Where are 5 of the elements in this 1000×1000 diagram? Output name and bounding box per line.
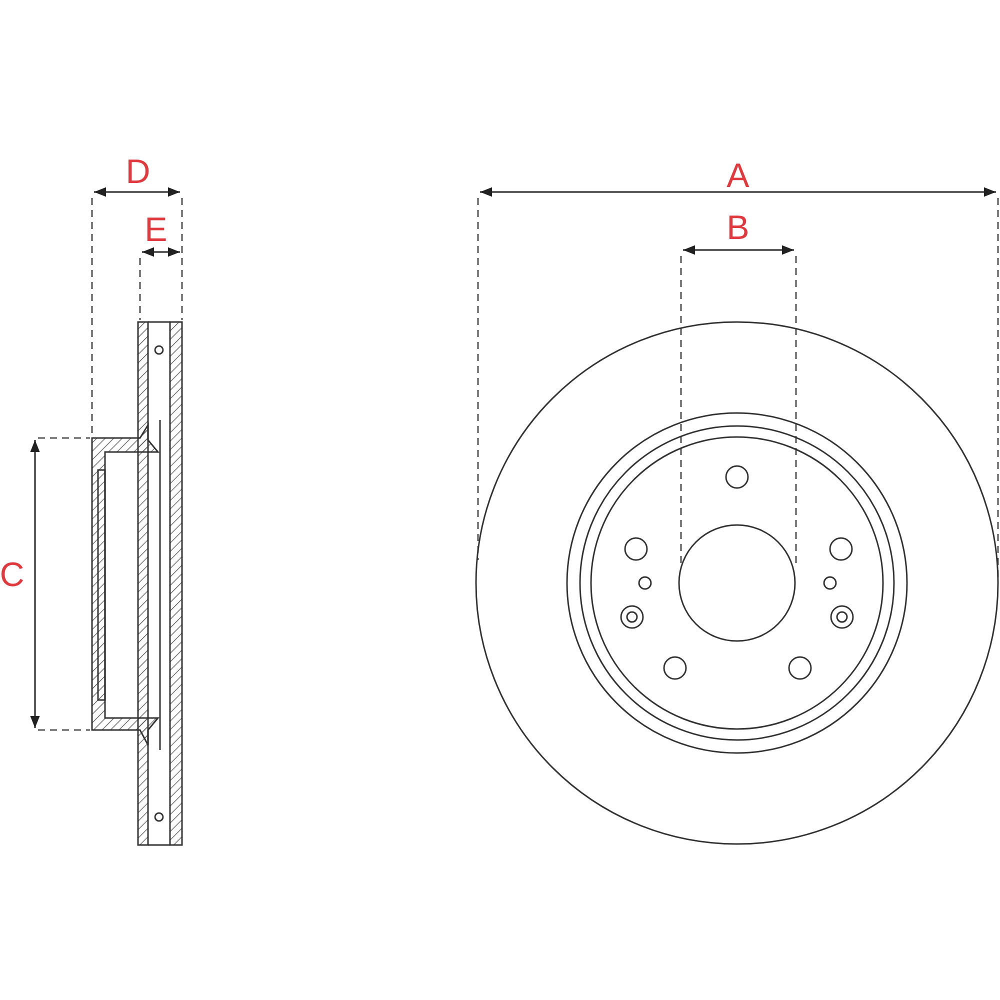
dimension-label: C — [0, 558, 24, 592]
dimension-label: D — [126, 155, 150, 189]
dimension-label: A — [726, 159, 750, 193]
dimension-label: B — [726, 211, 750, 245]
dimension-label: E — [144, 213, 168, 247]
